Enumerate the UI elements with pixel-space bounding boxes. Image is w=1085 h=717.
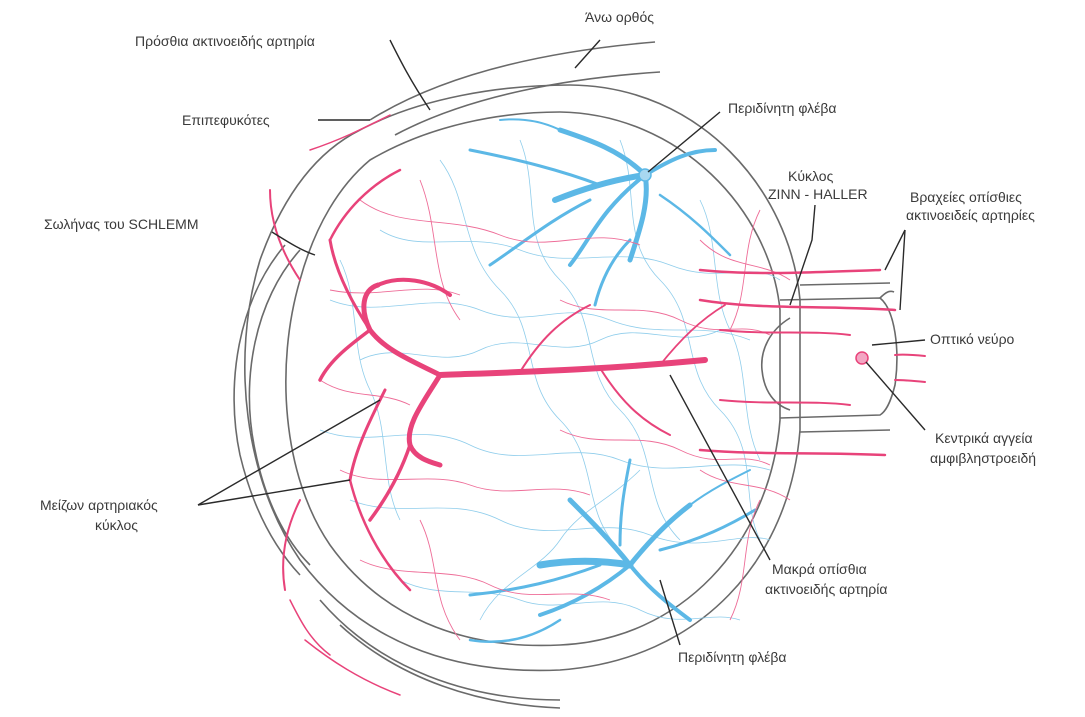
ptr-zinn-haller	[790, 205, 815, 305]
label-vortex-vein-bottom: Περιδίνητη φλέβα	[678, 649, 787, 665]
label-zinn-haller-1: Κύκλος	[788, 168, 834, 184]
label-central-vessels-2: αμφιβληστροειδή	[930, 450, 1036, 466]
label-schlemm-canal: Σωλήνας του SCHLEMM	[44, 216, 199, 232]
label-episclera: Επιπεφυκότες	[182, 112, 270, 128]
ptr-central-vessels	[866, 362, 925, 430]
label-optic-nerve: Οπτικό νεύρο	[930, 331, 1015, 347]
ptr-short-posterior-2	[900, 230, 905, 310]
ptr-short-posterior-1	[885, 230, 905, 270]
cornea	[249, 250, 310, 565]
label-major-circle-2: κύκλος	[95, 517, 138, 533]
fine-venous-network	[320, 140, 780, 620]
label-long-posterior-1: Μακρά οπίσθια	[772, 561, 867, 577]
optic-nerve-bottom	[800, 430, 890, 432]
ptr-vortex-top	[648, 112, 720, 172]
label-major-circle-1: Μείζων αρτηριακός	[40, 497, 158, 513]
label-short-posterior-2: ακτινοειδείς αρτηρίες	[906, 207, 1035, 223]
label-anterior-ciliary-artery: Πρόσθια ακτινοειδής αρτηρία	[135, 33, 315, 49]
vortex-vein-top	[470, 119, 730, 305]
label-short-posterior-1: Βραχείες οπίσθιες	[910, 189, 1022, 205]
optic-nerve-end	[880, 291, 894, 298]
vortex-vein-bottom	[470, 460, 755, 642]
superior-rectus-muscle-inner	[395, 72, 660, 135]
label-zinn-haller-2: ZINN - HALLER	[768, 186, 868, 202]
label-vortex-vein-top: Περιδίνητη φλέβα	[728, 100, 837, 116]
ptr-superior-rectus	[575, 40, 600, 68]
optic-nerve-top	[800, 283, 890, 285]
label-central-vessels-1: Κεντρικά αγγεία	[935, 430, 1033, 446]
label-superior-rectus: Άνω ορθός	[585, 9, 654, 25]
sclera-outer	[245, 85, 800, 670]
major-arteries	[270, 115, 925, 695]
sclera-inner	[286, 112, 780, 645]
ptr-optic-nerve	[872, 340, 925, 345]
long-posterior-ciliary-artery-path	[440, 360, 705, 375]
ptr-anterior-ciliary	[390, 40, 430, 110]
optic-nerve-sheath	[780, 298, 897, 418]
label-long-posterior-2: ακτινοειδής αρτηρία	[765, 581, 887, 597]
